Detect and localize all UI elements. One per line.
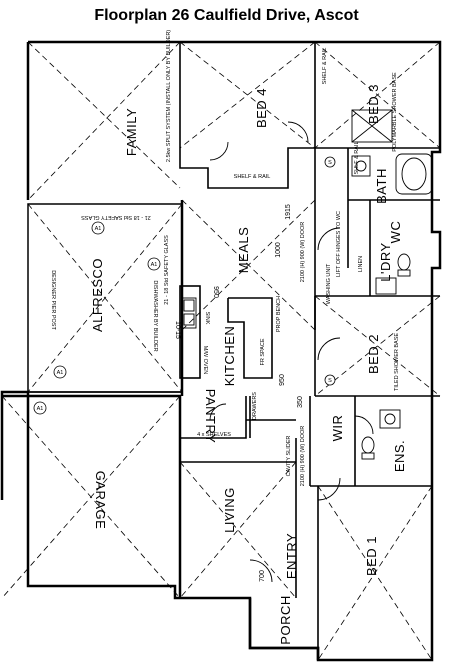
svg-text:A1: A1 [151, 262, 158, 268]
room-bed2: BED 2 [366, 334, 381, 374]
note-washing-unit: WASHING UNIT [326, 263, 332, 304]
marker-a1-3: A1 [53, 365, 67, 379]
dim-1015: 10-15 [174, 321, 181, 339]
marker-a1-1: A1 [91, 221, 105, 235]
dim-1000: 1000 [275, 242, 282, 258]
note-cavity-slider: CAVITY SLIDER [286, 436, 292, 477]
note-drawers: DRAWERS [252, 392, 258, 420]
dim-700: 700 [259, 570, 266, 582]
marker-a1-2: A1 [147, 257, 161, 271]
interior-walls [28, 42, 440, 660]
dim-350: 350 [297, 396, 304, 408]
note-safety-glass-1: 21 - 18 Std SAFETY GLASS [81, 214, 151, 220]
note-tiled-shower: TILED SHOWER BASE [394, 333, 400, 391]
svg-text:A1: A1 [95, 226, 102, 232]
ceiling-diagonals [1, 41, 441, 661]
svg-text:A1: A1 [37, 406, 44, 412]
svg-text:S: S [328, 160, 332, 166]
room-ldry: L'DRY [378, 242, 393, 281]
marker-a1-4: A1 [33, 401, 47, 415]
note-designer-pier: DESIGNER PIER POST [50, 270, 56, 330]
room-pantry: PANTRY [203, 389, 218, 444]
note-dishwasher: DISHWASHER BY BUILDER [152, 280, 158, 351]
dim-door-2100b: 2100 (H) 900 (W) DOOR [300, 426, 306, 487]
dim-950b: 950 [279, 374, 286, 386]
marker-s-2: S [324, 374, 336, 386]
room-bed4: BED 4 [254, 88, 269, 128]
svg-text:A1: A1 [57, 370, 64, 376]
note-mw-oven: M/W OVEN [202, 346, 208, 374]
marker-s-1: S [324, 156, 336, 168]
note-linen: LINEN [358, 256, 364, 272]
note-shelves: 4 x SHELVES [197, 432, 231, 438]
room-garage: GARAGE [93, 471, 108, 530]
room-porch: PORCH [278, 595, 293, 644]
room-wc: WC [388, 221, 403, 244]
room-ens: ENS. [392, 440, 407, 472]
note-split-system: 2.5kw SPLIT SYSTEM (INSTALL ONLY BY BUIL… [166, 30, 172, 162]
room-bath: BATH [374, 168, 389, 204]
room-alfresco: ALFRESCO [90, 258, 105, 332]
room-bed1: BED 1 [364, 536, 379, 576]
note-shelf-rail-bed4: SHELF & RAIL [322, 48, 328, 85]
room-family: FAMILY [124, 108, 139, 156]
note-lift-off-hinges: LIFT OFF HINGES TO WC [336, 211, 342, 277]
page-title: Floorplan 26 Caulfield Drive, Ascot [94, 7, 359, 24]
svg-text:S: S [328, 378, 332, 384]
note-shelf-rail-bed4b: SHELF & RAIL [234, 174, 271, 180]
fixtures [181, 109, 433, 583]
note-polymarble: POLYMARBLE SHOWER BASE [392, 72, 398, 152]
dim-1915: 1915 [285, 204, 292, 220]
room-living: LIVING [222, 487, 237, 533]
room-meals: MEALS [236, 227, 251, 274]
note-fridge: FR SPACE [260, 338, 266, 365]
note-shelf-bath: SHLF & RAIL [354, 141, 360, 174]
note-sink: SINK [204, 312, 210, 325]
note-safety-glass-2: 21 - 18 Std SAFETY GLASS [164, 235, 170, 305]
room-kitchen: KITCHEN [222, 326, 237, 387]
note-prop-bench: PROP BENCH [276, 296, 282, 332]
room-entry: ENTRY [284, 533, 299, 579]
room-bed3: BED 3 [366, 84, 381, 124]
room-wir: WIR [330, 415, 345, 442]
dim-door-2100: 2100 (H) 900 (W) DOOR [300, 222, 306, 283]
dim-950a: 950 [212, 286, 219, 298]
